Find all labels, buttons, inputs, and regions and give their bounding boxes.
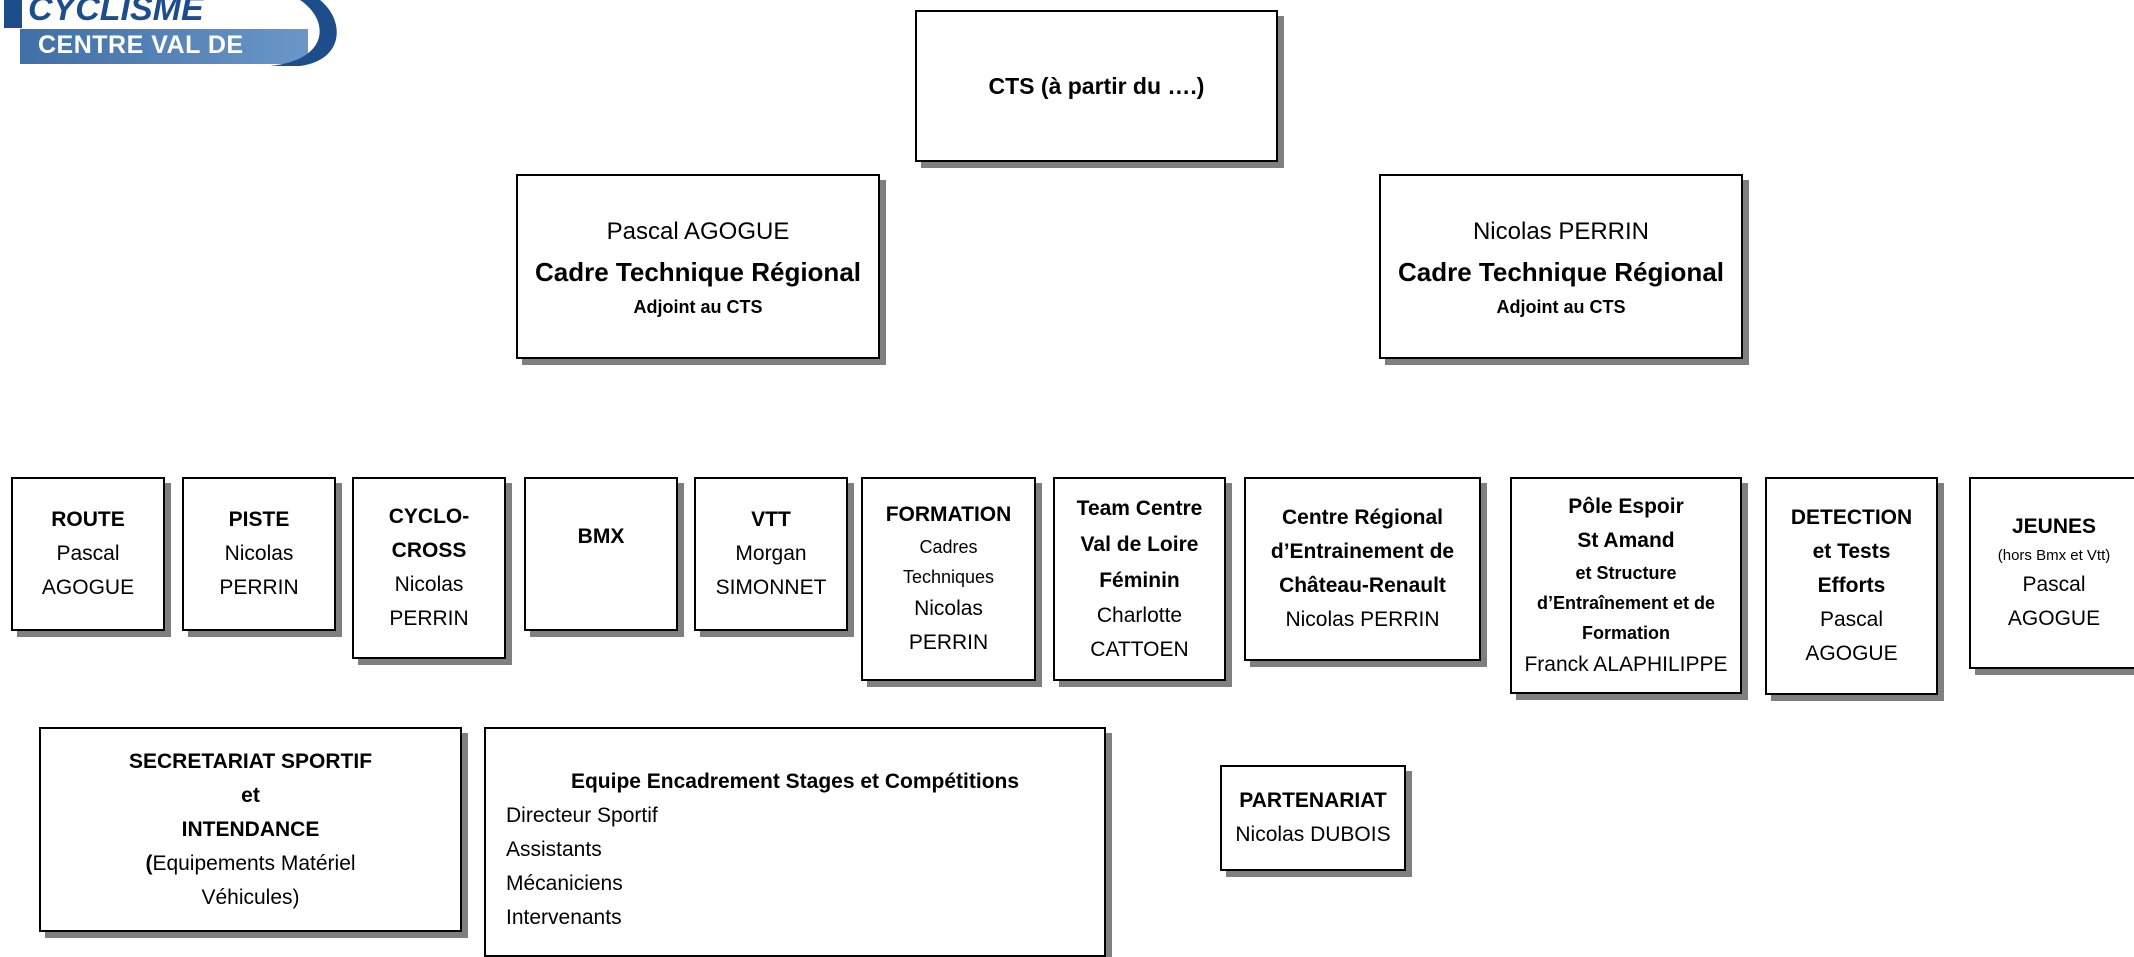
unit-line: Nicolas [914, 597, 983, 620]
secretariat-title: SECRETARIAT SPORTIF [128, 749, 373, 773]
secretariat-title: et [241, 783, 260, 807]
secretariat-line: Véhicules) [201, 885, 300, 909]
logo-swoosh-icon [270, 0, 337, 66]
unit-jeunes: JEUNES (hors Bmx et Vtt) Pascal AGOGUE [1969, 477, 2134, 669]
unit-title: Formation [1582, 622, 1670, 643]
unit-title: Efforts [1817, 574, 1886, 597]
unit-line: CATTOEN [1090, 638, 1189, 661]
unit-centre-regional: Centre Régional d’Entrainement de Châtea… [1244, 477, 1481, 661]
unit-route: ROUTE Pascal AGOGUE [11, 477, 165, 631]
unit-line: AGOGUE [2007, 607, 2101, 630]
unit-piste: PISTE Nicolas PERRIN [182, 477, 336, 631]
adjoint-role: Cadre Technique Régional [534, 256, 861, 287]
unit-line: PERRIN [908, 631, 989, 654]
unit-title: FORMATION [885, 503, 1012, 526]
cts-box: CTS (à partir du ….) [915, 10, 1278, 162]
equipe-title: Equipe Encadrement Stages et Compétition… [570, 770, 1020, 793]
logo: CYCLISME CENTRE VAL DE LOIRE [0, 0, 430, 88]
unit-title: BMX [577, 525, 625, 548]
logo-banner-text: CENTRE VAL DE LOIRE [38, 31, 244, 88]
unit-team-feminin: Team Centre Val de Loire Féminin Charlot… [1053, 477, 1226, 681]
unit-title: PISTE [228, 508, 290, 531]
adjoint-sub: Adjoint au CTS [1496, 296, 1626, 317]
unit-formation: FORMATION Cadres Techniques Nicolas PERR… [861, 477, 1036, 681]
unit-title: et Structure [1575, 562, 1677, 583]
adjoint-name: Pascal AGOGUE [606, 217, 790, 245]
unit-title: Château-Renault [1279, 574, 1446, 597]
unit-title: et Tests [1812, 540, 1891, 563]
unit-title: St Amand [1577, 528, 1675, 552]
unit-line: Morgan [735, 542, 807, 565]
unit-title: Team Centre [1076, 497, 1203, 520]
secretariat-paren: ( [145, 851, 153, 875]
equipe-item: Mécaniciens [506, 872, 623, 895]
equipe-item: Intervenants [506, 906, 622, 929]
unit-line: AGOGUE [1805, 642, 1898, 665]
unit-title: VTT [751, 508, 791, 531]
unit-line: Pascal [1819, 608, 1884, 631]
unit-line: Charlotte [1096, 604, 1183, 627]
unit-pole-espoir: Pôle Espoir St Amand et Structure d’Entr… [1510, 477, 1742, 694]
unit-line: Pascal [56, 542, 120, 565]
unit-line: PERRIN [219, 576, 299, 599]
unit-title: d’Entrainement de [1270, 540, 1455, 563]
unit-line: Nicolas PERRIN [1285, 608, 1440, 631]
unit-note: (hors Bmx et Vtt) [1997, 547, 2111, 564]
unit-title: CYCLO- [388, 505, 470, 528]
unit-title: CROSS [391, 539, 467, 562]
secretariat-box: SECRETARIAT SPORTIF et INTENDANCE (Equip… [39, 727, 462, 932]
adjoint-role: Cadre Technique Régional [1397, 256, 1724, 287]
logo-word: CYCLISME [28, 0, 204, 28]
partenariat-box: PARTENARIAT Nicolas DUBOIS [1220, 765, 1406, 871]
partenariat-name: Nicolas DUBOIS [1235, 823, 1391, 846]
logo-mark [4, 0, 22, 28]
adjoint-sub: Adjoint au CTS [633, 296, 763, 317]
unit-title: Centre Régional [1281, 506, 1444, 529]
unit-line: Nicolas [224, 542, 294, 565]
equipe-box: Equipe Encadrement Stages et Compétition… [484, 727, 1106, 957]
unit-title: JEUNES [2011, 515, 2097, 538]
partenariat-title: PARTENARIAT [1239, 789, 1387, 812]
unit-title: DETECTION [1790, 506, 1913, 529]
unit-line: Techniques [902, 567, 995, 587]
unit-line: Nicolas [394, 573, 464, 596]
unit-line: Franck ALAPHILIPPE [1524, 652, 1728, 676]
unit-line: Cadres [919, 537, 978, 557]
unit-line: SIMONNET [715, 576, 827, 599]
secretariat-line: (Equipements Matériel [145, 847, 355, 881]
unit-line: Pascal [2022, 573, 2086, 596]
adjoint-box-agogue: Pascal AGOGUE Cadre Technique Régional A… [516, 174, 880, 359]
equipe-item: Assistants [506, 838, 602, 861]
logo-banner: CENTRE VAL DE LOIRE [20, 29, 308, 88]
unit-cyclocross: CYCLO- CROSS Nicolas PERRIN [352, 477, 506, 659]
adjoint-name: Nicolas PERRIN [1472, 217, 1650, 245]
unit-title: d’Entraînement et de [1536, 592, 1716, 613]
unit-title: Val de Loire [1080, 533, 1199, 556]
unit-title: Féminin [1099, 569, 1180, 592]
unit-detection: DETECTION et Tests Efforts Pascal AGOGUE [1765, 477, 1938, 695]
cts-title: CTS (à partir du ….) [988, 73, 1205, 99]
secretariat-text: Equipements Matériel [152, 851, 356, 875]
secretariat-title: INTENDANCE [181, 817, 320, 841]
unit-bmx: BMX [524, 477, 678, 631]
unit-vtt: VTT Morgan SIMONNET [694, 477, 848, 631]
unit-line: AGOGUE [41, 576, 135, 599]
adjoint-box-perrin: Nicolas PERRIN Cadre Technique Régional … [1379, 174, 1743, 359]
unit-title: ROUTE [51, 508, 125, 531]
unit-line: PERRIN [389, 607, 469, 630]
equipe-item: Directeur Sportif [506, 804, 658, 827]
unit-title: Pôle Espoir [1568, 494, 1684, 518]
